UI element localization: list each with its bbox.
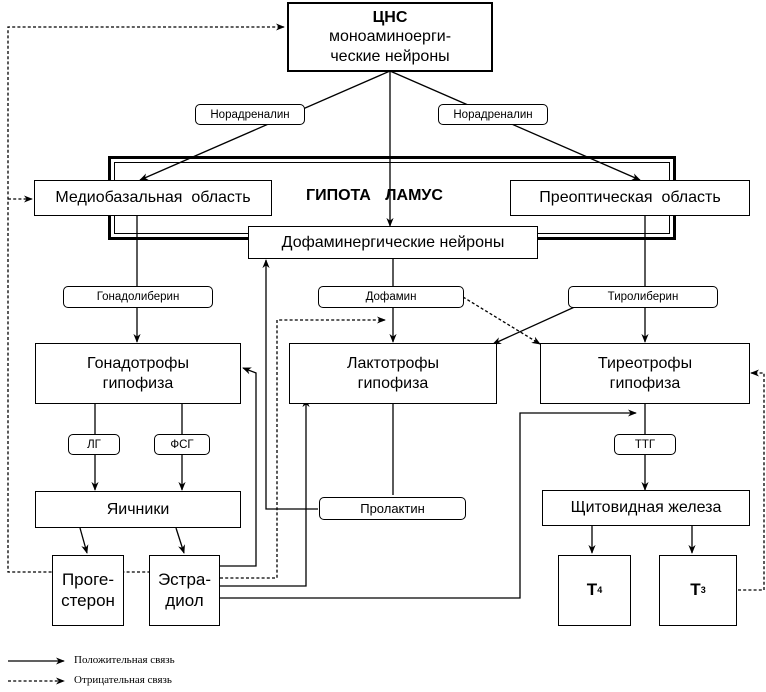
prolactin-label: Пролактин [319, 497, 466, 520]
preoptic-region-box: Преоптическая область [510, 180, 750, 216]
gonadotrophs-line2: гипофиза [102, 374, 174, 392]
estradiol-to-gonadotrophs-arrow [220, 367, 257, 567]
cns-to-mediobasal-arrow [139, 70, 391, 181]
dopamine-to-thyrotrophs-dashed [462, 296, 541, 345]
ovaries-to-progesterone-arrow [79, 527, 89, 554]
thyroid-box: Щитовидная железа [542, 490, 750, 526]
thyrotrophs-box: Тиреотрофы гипофиза [540, 343, 750, 404]
t3-feedback-dashed [738, 369, 765, 591]
gonadoliberin-label: Гонадолиберин [63, 286, 213, 308]
t3-subscript: 3 [700, 585, 706, 596]
lactotrophs-box: Лактотрофы гипофиза [289, 343, 497, 404]
estradiol-box: Эстра- диол [149, 555, 220, 626]
t3-letter: Т [690, 580, 701, 600]
lg-label: ЛГ [68, 434, 120, 455]
noradrenaline-right-label: Норадреналин [438, 104, 548, 125]
t4-subscript: 4 [597, 585, 603, 596]
cns-line2: ческие нейроны [330, 47, 450, 65]
fsg-label: ФСГ [154, 434, 210, 455]
dopaminergic-neurons-box: Дофаминергические нейроны [248, 226, 538, 259]
estradiol-line2: диол [165, 590, 204, 610]
hypothalamus-title: ГИПОТА ЛАМУС [306, 187, 443, 205]
prolactin-to-dopaminergic-arrow [262, 259, 318, 510]
cns-title: ЦНС [372, 9, 408, 27]
ovaries-to-estradiol-arrow [175, 527, 185, 554]
legend-negative-text: Отрицательная связь [74, 674, 172, 686]
thyrotrophs-line2: гипофиза [609, 374, 681, 392]
progesterone-box: Проге- стерон [52, 555, 124, 626]
cns-to-preoptic-arrow [389, 70, 641, 181]
ttg-label: ТТГ [614, 434, 676, 455]
lactotrophs-line1: Лактотрофы [346, 355, 440, 373]
lactotrophs-line2: гипофиза [357, 374, 429, 392]
thyrotrophs-line1: Тиреотрофы [597, 355, 693, 373]
t4-letter: Т [586, 580, 598, 600]
estradiol-to-lactotrophs-arrow [220, 398, 310, 587]
gonadotrophs-box: Гонадотрофы гипофиза [35, 343, 241, 404]
gonadotrophs-line1: Гонадотрофы [87, 355, 189, 373]
hypothalamus-title-part2: ЛАМУС [385, 187, 443, 204]
estradiol-to-dopamine-dashed [220, 316, 386, 579]
ovaries-box: Яичники [35, 491, 241, 528]
tiroliberin-label: Тиролиберин [568, 286, 718, 308]
estradiol-line1: Эстра- [157, 570, 212, 590]
hypothalamus-title-part1: ГИПОТА [306, 187, 371, 204]
progesterone-line2: стерон [61, 590, 115, 610]
legend-positive-text: Положительная связь [74, 654, 175, 666]
cns-line1: моноаминоерги- [328, 28, 452, 46]
estradiol-to-thyrotrophs-arrow [220, 409, 637, 599]
mediobasal-region-box: Медиобазальная область [34, 180, 272, 216]
dopamine-label: Дофамин [318, 286, 464, 308]
cns-box: ЦНС моноаминоерги- ческие нейроны [287, 2, 493, 72]
noradrenaline-left-label: Норадреналин [195, 104, 305, 125]
progesterone-line1: Проге- [61, 570, 115, 590]
